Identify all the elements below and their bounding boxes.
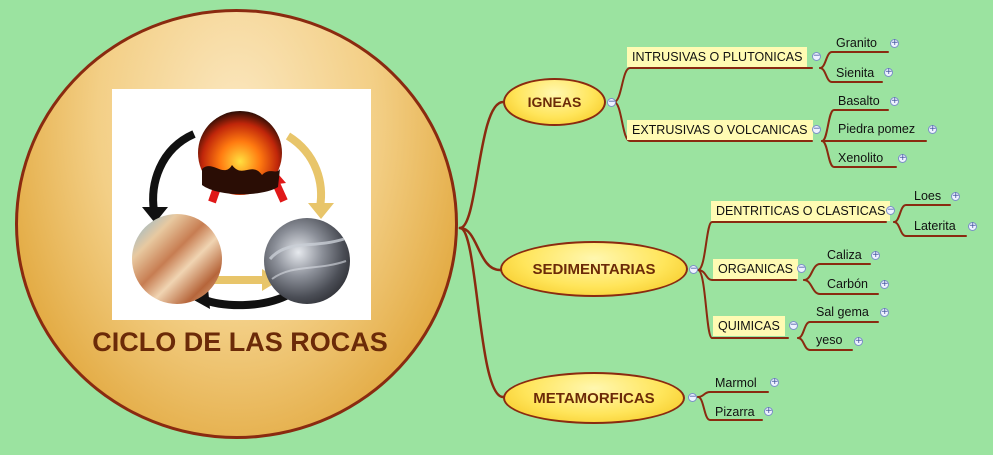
leaf-xenolito[interactable]: Xenolito — [838, 151, 884, 165]
collapse-toggle-icon[interactable]: − — [789, 320, 798, 330]
leaf-loes[interactable]: Loes — [914, 189, 942, 203]
expand-toggle-icon[interactable]: + — [770, 377, 779, 387]
metamorphic-rock-icon — [264, 218, 350, 304]
connector-carbon — [803, 279, 879, 295]
leaf-basalto[interactable]: Basalto — [838, 94, 880, 108]
collapse-toggle-icon[interactable]: − — [688, 392, 697, 402]
leaf-piedra-pomez[interactable]: Piedra pomez — [838, 122, 916, 136]
collapse-toggle-icon[interactable]: − — [812, 51, 821, 61]
connector-marmol — [697, 391, 769, 398]
topic-igneas[interactable]: IGNEAS — [503, 78, 606, 126]
connector-intrusivas — [613, 67, 813, 103]
expand-toggle-icon[interactable]: + — [968, 221, 977, 231]
connector-laterita — [893, 221, 967, 237]
leaf-laterita[interactable]: Laterita — [914, 219, 956, 233]
expand-toggle-icon[interactable]: + — [764, 406, 773, 416]
subtopic-extrusivas[interactable]: EXTRUSIVAS O VOLCANICAS — [627, 120, 813, 140]
connector-caliza — [803, 263, 871, 281]
subtopic-quimicas[interactable]: QUIMICAS — [713, 316, 785, 336]
leaf-sienita[interactable]: Sienita — [836, 66, 875, 80]
connector-loes — [893, 204, 951, 223]
expand-toggle-icon[interactable]: + — [928, 124, 937, 134]
subtopic-organicas[interactable]: ORGANICAS — [713, 259, 799, 279]
topic-metamorficas[interactable]: METAMORFICAS — [503, 372, 685, 424]
connector-sedimentarias — [458, 226, 502, 272]
collapse-toggle-icon[interactable]: − — [812, 124, 821, 134]
leaf-granito[interactable]: Granito — [836, 36, 877, 50]
connector-dentriticas — [697, 221, 887, 271]
expand-toggle-icon[interactable]: + — [884, 67, 893, 77]
connector-xenolito — [821, 140, 897, 168]
subtopic-intrusivas[interactable]: INTRUSIVAS O PLUTONICAS — [627, 47, 808, 67]
connector-extrusivas — [613, 101, 813, 142]
expand-toggle-icon[interactable]: + — [854, 336, 863, 346]
connector-sienita — [819, 67, 883, 83]
expand-toggle-icon[interactable]: + — [951, 191, 960, 201]
leaf-caliza[interactable]: Caliza — [827, 248, 862, 262]
expand-toggle-icon[interactable]: + — [890, 96, 899, 106]
leaf-yeso[interactable]: yeso — [816, 333, 843, 347]
collapse-toggle-icon[interactable]: − — [607, 97, 616, 107]
leaf-pizarra[interactable]: Pizarra — [715, 405, 755, 419]
collapse-toggle-icon[interactable]: − — [886, 205, 895, 215]
central-topic-title: CICLO DE LAS ROCAS — [92, 327, 388, 357]
topic-label: SEDIMENTARIAS — [532, 260, 656, 278]
topic-label: METAMORFICAS — [533, 389, 655, 407]
connector-basalto — [821, 109, 889, 142]
connector-yeso — [797, 337, 853, 351]
collapse-toggle-icon[interactable]: − — [689, 264, 698, 274]
connector-pizarra — [697, 396, 763, 421]
connector-igneas — [458, 100, 505, 230]
leaf-carbon[interactable]: Carbón — [827, 277, 868, 291]
connector-quimicas — [697, 269, 789, 339]
expand-toggle-icon[interactable]: + — [890, 38, 899, 48]
expand-toggle-icon[interactable]: + — [898, 153, 907, 163]
sandstone-rock-icon — [132, 214, 222, 304]
expand-toggle-icon[interactable]: + — [880, 279, 889, 289]
topic-label: IGNEAS — [527, 94, 582, 110]
collapse-toggle-icon[interactable]: − — [797, 263, 806, 273]
topic-sedimentarias[interactable]: SEDIMENTARIAS — [500, 241, 688, 297]
rock-cycle-image — [112, 89, 371, 320]
expand-toggle-icon[interactable]: + — [871, 250, 880, 260]
leaf-marmol[interactable]: Marmol — [715, 376, 757, 390]
connector-metamorficas — [458, 226, 505, 399]
subtopic-dentriticas[interactable]: DENTRITICAS O CLASTICAS — [711, 201, 891, 221]
leaf-sal-gema[interactable]: Sal gema — [816, 305, 869, 319]
cycle-arrows-icon — [132, 111, 350, 310]
expand-toggle-icon[interactable]: + — [880, 307, 889, 317]
